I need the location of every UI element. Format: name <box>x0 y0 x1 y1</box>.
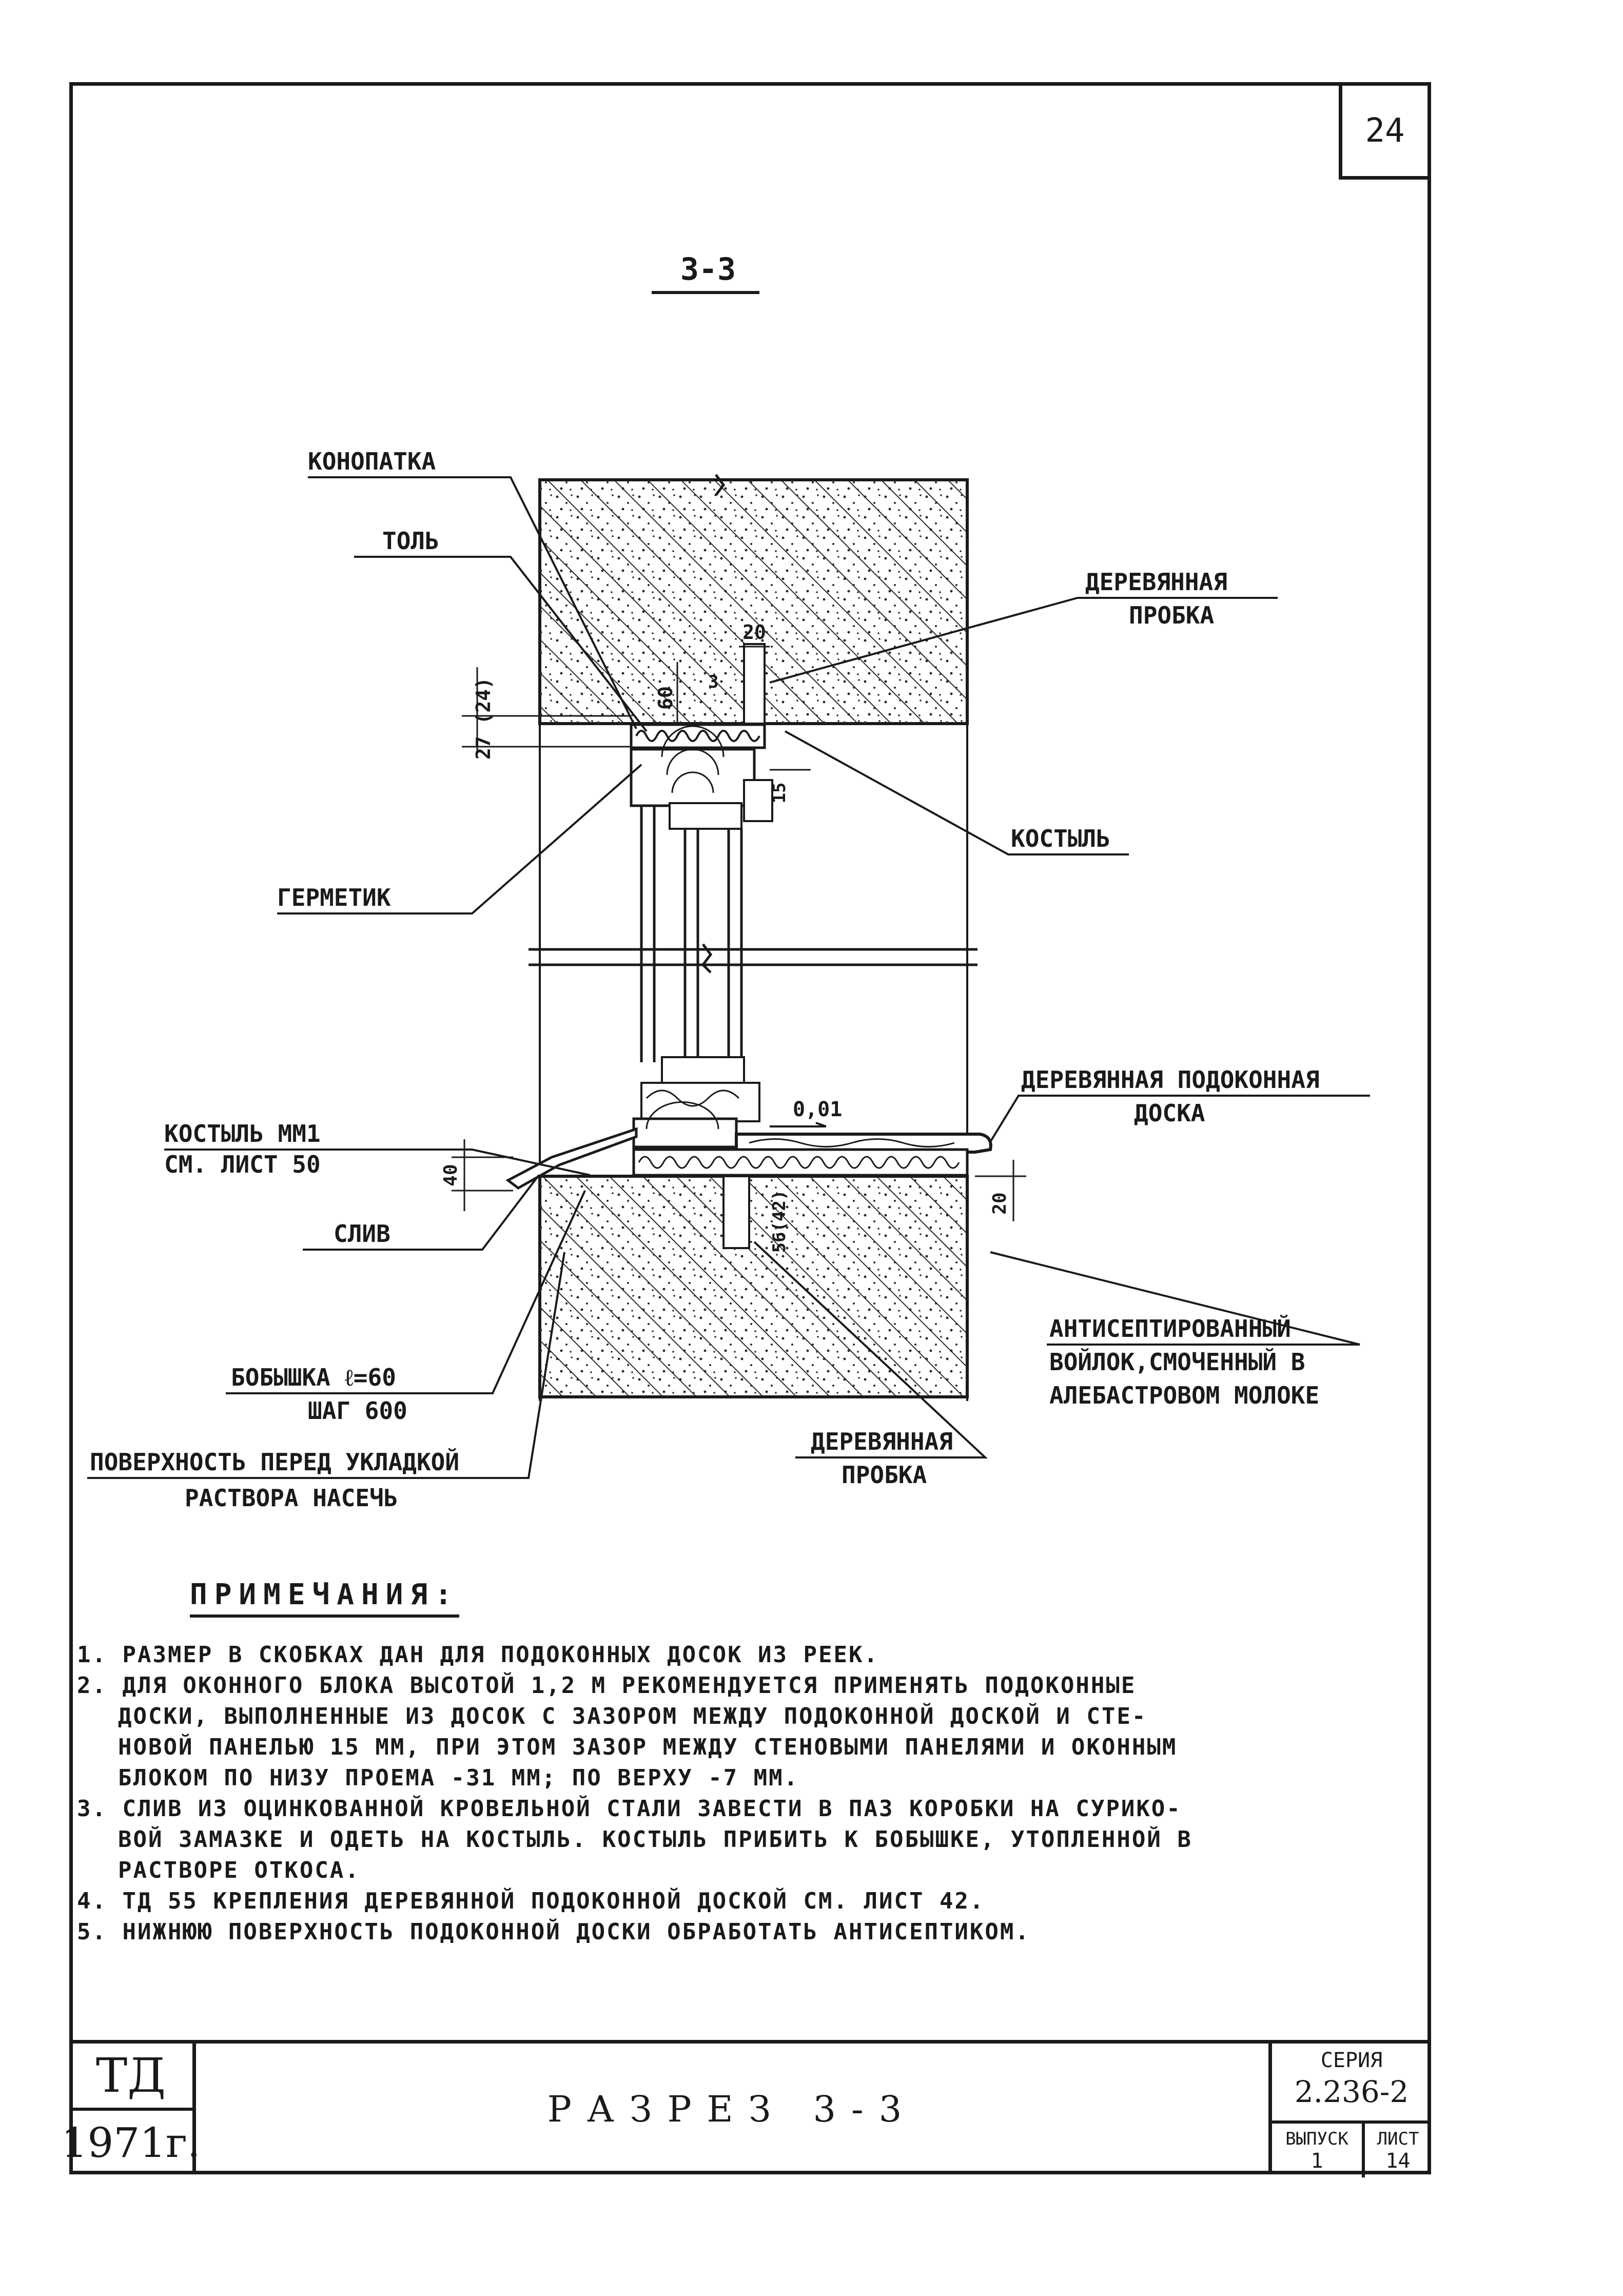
upper-wood-plug <box>743 643 766 725</box>
notes-title: ПРИМЕЧАНИЯ: <box>190 1578 459 1618</box>
dim-27-text: 27 (24) <box>472 677 495 760</box>
note-3b: ВОЙ ЗАМАЗКЕ И ОДЕТЬ НА КОСТЫЛЬ. КОСТЫЛЬ … <box>118 1826 1192 1853</box>
dim-40-text: 40 <box>440 1164 461 1186</box>
lower-caulk-strip <box>632 1148 969 1177</box>
title-block-org: ТД <box>69 2044 192 2111</box>
note-2a: 2. ДЛЯ ОКОННОГО БЛОКА ВЫСОТОЙ 1,2 М РЕКО… <box>77 1672 1137 1699</box>
dim-20-top: 20 <box>739 621 770 648</box>
dim-20-bottom-text: 20 <box>989 1192 1010 1214</box>
label-kostyl-mm1-1: КОСТЫЛЬ ММ1 <box>164 1120 321 1147</box>
label-wood-plug-bottom-2: ПРОБКА <box>842 1461 927 1489</box>
leader-lines <box>87 476 1370 1479</box>
lower-wall-panel <box>538 1175 969 1398</box>
note-1: 1. РАЗМЕР В СКОБКАХ ДАН ДЛЯ ПОДОКОННЫХ Д… <box>77 1642 879 1668</box>
label-felt-2: ВОЙЛОК,СМОЧЕННЫЙ В <box>1049 1348 1305 1376</box>
page-number: 24 <box>1365 112 1405 150</box>
title-block-year: 1971г. <box>61 2118 201 2167</box>
dim-27: 27 (24) <box>462 667 631 760</box>
dim-56-text: 56(42) <box>769 1190 790 1253</box>
note-3a: 3. СЛИВ ИЗ ОЦИНКОВАННОЙ КРОВЕЛЬНОЙ СТАЛИ… <box>77 1796 1182 1822</box>
window-sill-board <box>735 1122 992 1154</box>
note-3c: РАСТВОРЕ ОТКОСА. <box>118 1857 360 1883</box>
drip-flashing <box>505 1127 638 1190</box>
dim-001-text: 0,01 <box>793 1098 842 1121</box>
note-5: 5. НИЖНЮЮ ПОВЕРХНОСТЬ ПОДОКОННОЙ ДОСКИ О… <box>77 1919 1030 1945</box>
label-tol: ТОЛЬ <box>382 527 439 555</box>
label-surface-2: РАСТВОРА НАСЕЧЬ <box>185 1484 398 1512</box>
dim-15: 15 <box>769 769 811 804</box>
note-4: 4. ТД 55 КРЕПЛЕНИЯ ДЕРЕВЯННОЙ ПОДОКОННОЙ… <box>77 1888 985 1914</box>
title-block-title: РАЗРЕЗ 3-3 <box>547 2088 917 2130</box>
sheet-label: ЛИСТ <box>1377 2129 1419 2149</box>
title-block: ТД 1971г. РАЗРЕЗ 3-3 СЕРИЯ 2.236-2 ВЫПУС… <box>61 2040 1431 2177</box>
upper-caulk-strip <box>630 723 766 749</box>
label-felt-3: АЛЕБАСТРОВОМ МОЛОКЕ <box>1049 1382 1319 1409</box>
dim-40: 40 <box>440 1139 513 1211</box>
series-value: 2.236-2 <box>1294 2074 1409 2109</box>
dim-20-bottom: 20 <box>975 1160 1026 1221</box>
label-bobyshka-1: БОБЫШКА ℓ=60 <box>231 1364 396 1391</box>
label-bobyshka-2: ШАГ 600 <box>308 1397 407 1425</box>
lower-window-box <box>632 1101 738 1149</box>
section-title: 3-3 <box>680 251 736 287</box>
upper-window-frame <box>630 725 773 830</box>
window-glazing <box>640 806 743 1062</box>
label-sill-board-1: ДЕРЕВЯННАЯ ПОДОКОННАЯ <box>1021 1066 1320 1094</box>
label-germetik: ГЕРМЕТИК <box>277 884 391 911</box>
dim-15-text: 15 <box>769 783 790 804</box>
title-block-org-column: ТД 1971г. <box>61 2044 201 2174</box>
label-wood-plug-top-2: ПРОБКА <box>1129 601 1214 629</box>
drawing-sheet-frame: 24 <box>69 82 1431 2174</box>
title-block-series-column: СЕРИЯ 2.236-2 ВЫПУСК 1 ЛИСТ 14 <box>1268 2044 1431 2177</box>
label-wood-plug-top-1: ДЕРЕВЯННАЯ <box>1085 568 1227 596</box>
series-label: СЕРИЯ <box>1320 2049 1383 2072</box>
dim-20-top-text: 20 <box>742 621 766 644</box>
label-kostyl-mm1-2: СМ. ЛИСТ 50 <box>164 1151 321 1178</box>
break-lines <box>529 943 977 974</box>
dim-60: 60 <box>654 662 678 724</box>
issue-label: ВЫПУСК <box>1285 2129 1348 2149</box>
dim-60-text: 60 <box>654 686 677 710</box>
label-wood-plug-bottom-1: ДЕРЕВЯННАЯ <box>811 1428 953 1455</box>
sheet-cell: ЛИСТ 14 <box>1365 2124 1431 2177</box>
issue-cell: ВЫПУСК 1 <box>1272 2124 1365 2177</box>
dim-3-text: 3 <box>708 672 718 692</box>
label-konopatka: КОНОПАТКА <box>308 447 436 475</box>
notes-list: 1. РАЗМЕР В СКОБКАХ ДАН ДЛЯ ПОДОКОННЫХ Д… <box>77 1640 1401 1948</box>
note-2d: БЛОКОМ ПО НИЗУ ПРОЕМА -31 ММ; ПО ВЕРХУ -… <box>118 1765 799 1791</box>
note-2c: НОВОЙ ПАНЕЛЬЮ 15 ММ, ПРИ ЭТОМ ЗАЗОР МЕЖД… <box>118 1734 1178 1760</box>
label-felt-1: АНТИСЕПТИРОВАННЫЙ <box>1049 1315 1291 1342</box>
label-kostyl: КОСТЫЛЬ <box>1011 825 1110 852</box>
sheet-value: 14 <box>1385 2149 1411 2173</box>
issue-value: 1 <box>1311 2149 1323 2173</box>
label-sill-board-2: ДОСКА <box>1134 1099 1205 1127</box>
note-2b: ДОСКИ, ВЫПОЛНЕННЫЕ ИЗ ДОСОК С ЗАЗОРОМ МЕ… <box>118 1703 1147 1729</box>
lower-window-sash <box>640 1056 760 1122</box>
label-sliv: СЛИВ <box>334 1220 390 1248</box>
issue-sheet-row: ВЫПУСК 1 ЛИСТ 14 <box>1272 2120 1431 2177</box>
page-number-box: 24 <box>1339 82 1431 180</box>
label-surface-1: ПОВЕРХНОСТЬ ПЕРЕД УКЛАДКОЙ <box>90 1448 459 1476</box>
